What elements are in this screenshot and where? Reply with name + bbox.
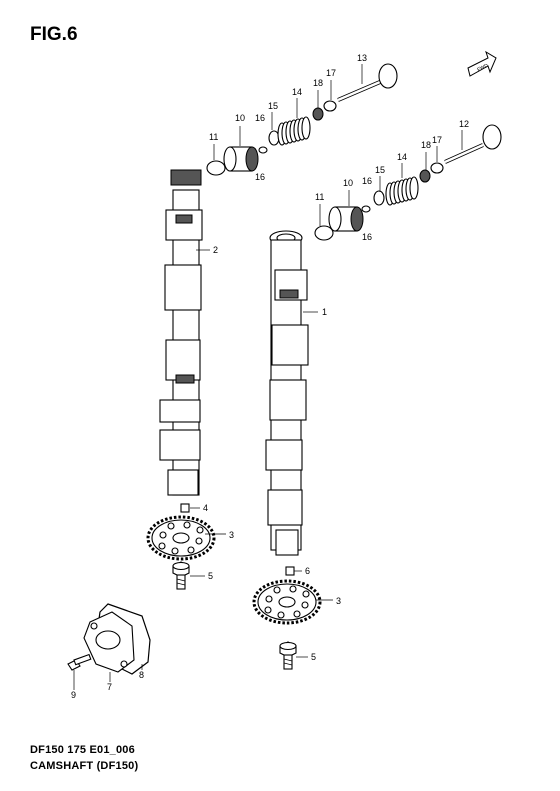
valve-set-upper	[206, 63, 398, 176]
callout-8: 8	[139, 670, 144, 680]
fwd-label: FWD	[476, 63, 489, 73]
callout-10-lower: 10	[343, 178, 353, 188]
callout-6: 6	[305, 566, 310, 576]
camshaft-left	[159, 169, 203, 496]
leader-lines	[73, 64, 463, 690]
valve-set-lower	[314, 124, 502, 241]
cover-assembly	[67, 603, 151, 675]
sprocket-left	[146, 515, 216, 561]
callout-15-upper: 15	[268, 101, 278, 111]
callout-10-upper: 10	[235, 113, 245, 123]
sprocket-right	[252, 579, 322, 625]
callout-4: 4	[203, 503, 208, 513]
callout-1: 1	[322, 307, 327, 317]
callout-14-lower: 14	[397, 152, 407, 162]
callout-15-lower: 15	[375, 165, 385, 175]
callout-5-left: 5	[208, 571, 213, 581]
callout-labels: 1 2 3 3 4 5 5 6 7 8 9 10 10 11 11 12 13 …	[71, 53, 469, 700]
callout-17-lower: 17	[432, 135, 442, 145]
forward-arrow-badge: FWD	[467, 50, 497, 77]
callout-5-right: 5	[311, 652, 316, 662]
callout-16-lower-a: 16	[362, 176, 372, 186]
camshaft-right	[265, 230, 309, 556]
callout-12: 12	[459, 119, 469, 129]
callout-16-upper-a: 16	[255, 113, 265, 123]
bolt-right	[279, 641, 297, 670]
figure-title: FIG.6	[30, 24, 78, 45]
bolt-left	[172, 561, 190, 590]
callout-9: 9	[71, 690, 76, 700]
callout-16-lower-b: 16	[362, 232, 372, 242]
diagram-caption: CAMSHAFT (DF150)	[30, 760, 139, 772]
callout-18-lower: 18	[421, 140, 431, 150]
callout-2: 2	[213, 245, 218, 255]
callout-3-right: 3	[336, 596, 341, 606]
callout-7: 7	[107, 682, 112, 692]
callout-16-upper-b: 16	[255, 172, 265, 182]
callout-13: 13	[357, 53, 367, 63]
callout-18-upper: 18	[313, 78, 323, 88]
callout-3-left: 3	[229, 530, 234, 540]
pin-left	[180, 503, 190, 513]
callout-14-upper: 14	[292, 87, 302, 97]
diagram-code: DF150 175 E01_006	[30, 744, 135, 756]
callout-11-lower: 11	[315, 192, 324, 202]
callout-17-upper: 17	[326, 68, 336, 78]
pin-right	[285, 566, 295, 576]
callout-11-upper: 11	[209, 132, 218, 142]
